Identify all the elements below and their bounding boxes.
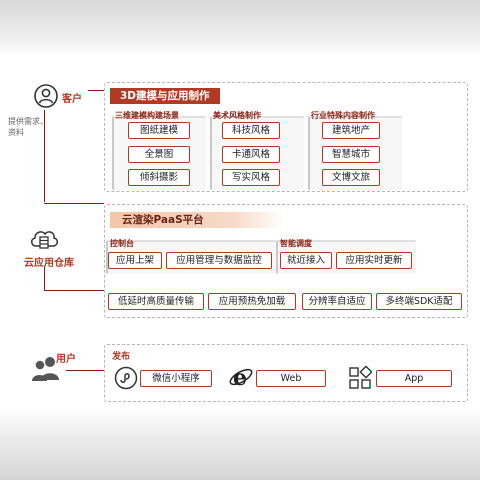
connector-left-vertical [44, 110, 45, 202]
publish-label: 发布 [112, 352, 131, 362]
tag-resolution-adaptive: 分辨率自适应 [302, 293, 372, 310]
tag-app-preheat: 应用预热免加载 [208, 293, 296, 310]
tag-drawing-modeling: 图纸建模 [128, 122, 190, 139]
cloud-repo-label: 云应用仓库 [24, 258, 74, 269]
cloud-repo-icon [28, 224, 60, 254]
tag-app-listing: 应用上架 [108, 252, 162, 269]
tag-realtime-update: 应用实时更新 [336, 252, 412, 269]
channel-web: Web [256, 370, 326, 387]
section-publish-box [104, 344, 468, 402]
blurred-bottom-band [0, 408, 480, 480]
customer-label: 客户 [62, 94, 82, 105]
section-3d-box [104, 82, 468, 192]
tag-cartoon-style: 卡通风格 [222, 146, 280, 163]
tag-panorama: 全景图 [128, 146, 190, 163]
tag-realistic-style: 写实风格 [222, 169, 280, 186]
tag-smart-city: 智慧城市 [322, 146, 380, 163]
tag-real-estate: 建筑地产 [322, 122, 380, 139]
connector-user-publish [66, 370, 104, 371]
group-modeling-label: 三维建模构建场景 [115, 111, 179, 120]
tag-cultural-tourism: 文博文旅 [322, 169, 380, 186]
svg-text:e: e [233, 365, 247, 390]
customer-icon [34, 84, 58, 108]
tag-oblique-photography: 倾斜摄影 [128, 169, 190, 186]
tag-nearby-access: 就近接入 [280, 252, 332, 269]
tag-app-management-monitoring: 应用管理与数据监控 [166, 252, 272, 269]
tag-low-latency-transmission: 低延时高质量传输 [108, 293, 204, 310]
section-paas-box [104, 204, 468, 318]
group-scheduling-label: 智能调度 [280, 239, 312, 248]
tag-multi-terminal-sdk: 多终端SDK适配 [376, 293, 462, 310]
section-3d-title: 3D建模与应用制作 [110, 88, 220, 104]
connector-customer-3d [88, 90, 104, 91]
group-art-style-label: 美术风格制作 [213, 111, 261, 120]
group-console-label: 控制台 [110, 239, 134, 248]
connector-repo-features [44, 290, 104, 291]
channel-wechat-miniprogram: 微信小程序 [140, 370, 212, 387]
wechat-miniprogram-icon [114, 366, 138, 390]
blurred-top-band [0, 0, 480, 58]
customer-note-line2: 资料 [8, 128, 24, 137]
connector-repo-down [44, 266, 45, 290]
connector-to-paas [44, 203, 104, 204]
group-industry-content-label: 行业特殊内容制作 [311, 111, 375, 120]
tag-tech-style: 科技风格 [222, 122, 280, 139]
customer-note-line1: 提供需求、 [8, 117, 48, 126]
section-paas-title: 云渲染PaaS平台 [110, 212, 284, 228]
app-grid-icon [348, 365, 373, 390]
ie-browser-icon: e [228, 364, 254, 391]
channel-app: App [376, 370, 452, 387]
users-icon [30, 354, 62, 382]
user-label: 用户 [56, 354, 76, 365]
